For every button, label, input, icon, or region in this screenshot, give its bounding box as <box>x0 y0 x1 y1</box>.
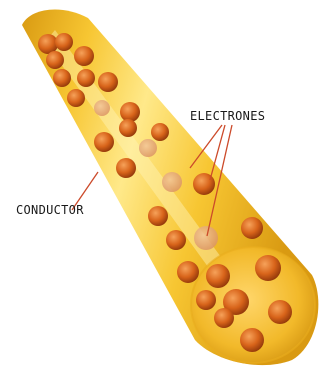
electron <box>120 102 140 122</box>
electron <box>206 264 230 288</box>
electron <box>193 173 215 195</box>
electrons-label: ELECTRONES <box>190 109 265 123</box>
electron <box>119 119 137 137</box>
electron <box>241 217 263 239</box>
electron <box>240 328 264 352</box>
electron <box>139 139 157 157</box>
electron <box>151 123 169 141</box>
electron <box>255 255 281 281</box>
electron <box>148 206 168 226</box>
electron <box>46 51 64 69</box>
electron <box>55 33 73 51</box>
electron <box>166 230 186 250</box>
electron <box>196 290 216 310</box>
electron <box>74 46 94 66</box>
electron <box>53 69 71 87</box>
electron <box>162 172 182 192</box>
electron <box>116 158 136 178</box>
electron <box>94 132 114 152</box>
electron <box>98 72 118 92</box>
electron <box>77 69 95 87</box>
electron <box>94 100 110 116</box>
electron <box>194 226 218 250</box>
electron <box>67 89 85 107</box>
conductor-label: CONDUCTOR <box>16 203 84 217</box>
electron <box>268 300 292 324</box>
electron <box>214 308 234 328</box>
electron <box>177 261 199 283</box>
